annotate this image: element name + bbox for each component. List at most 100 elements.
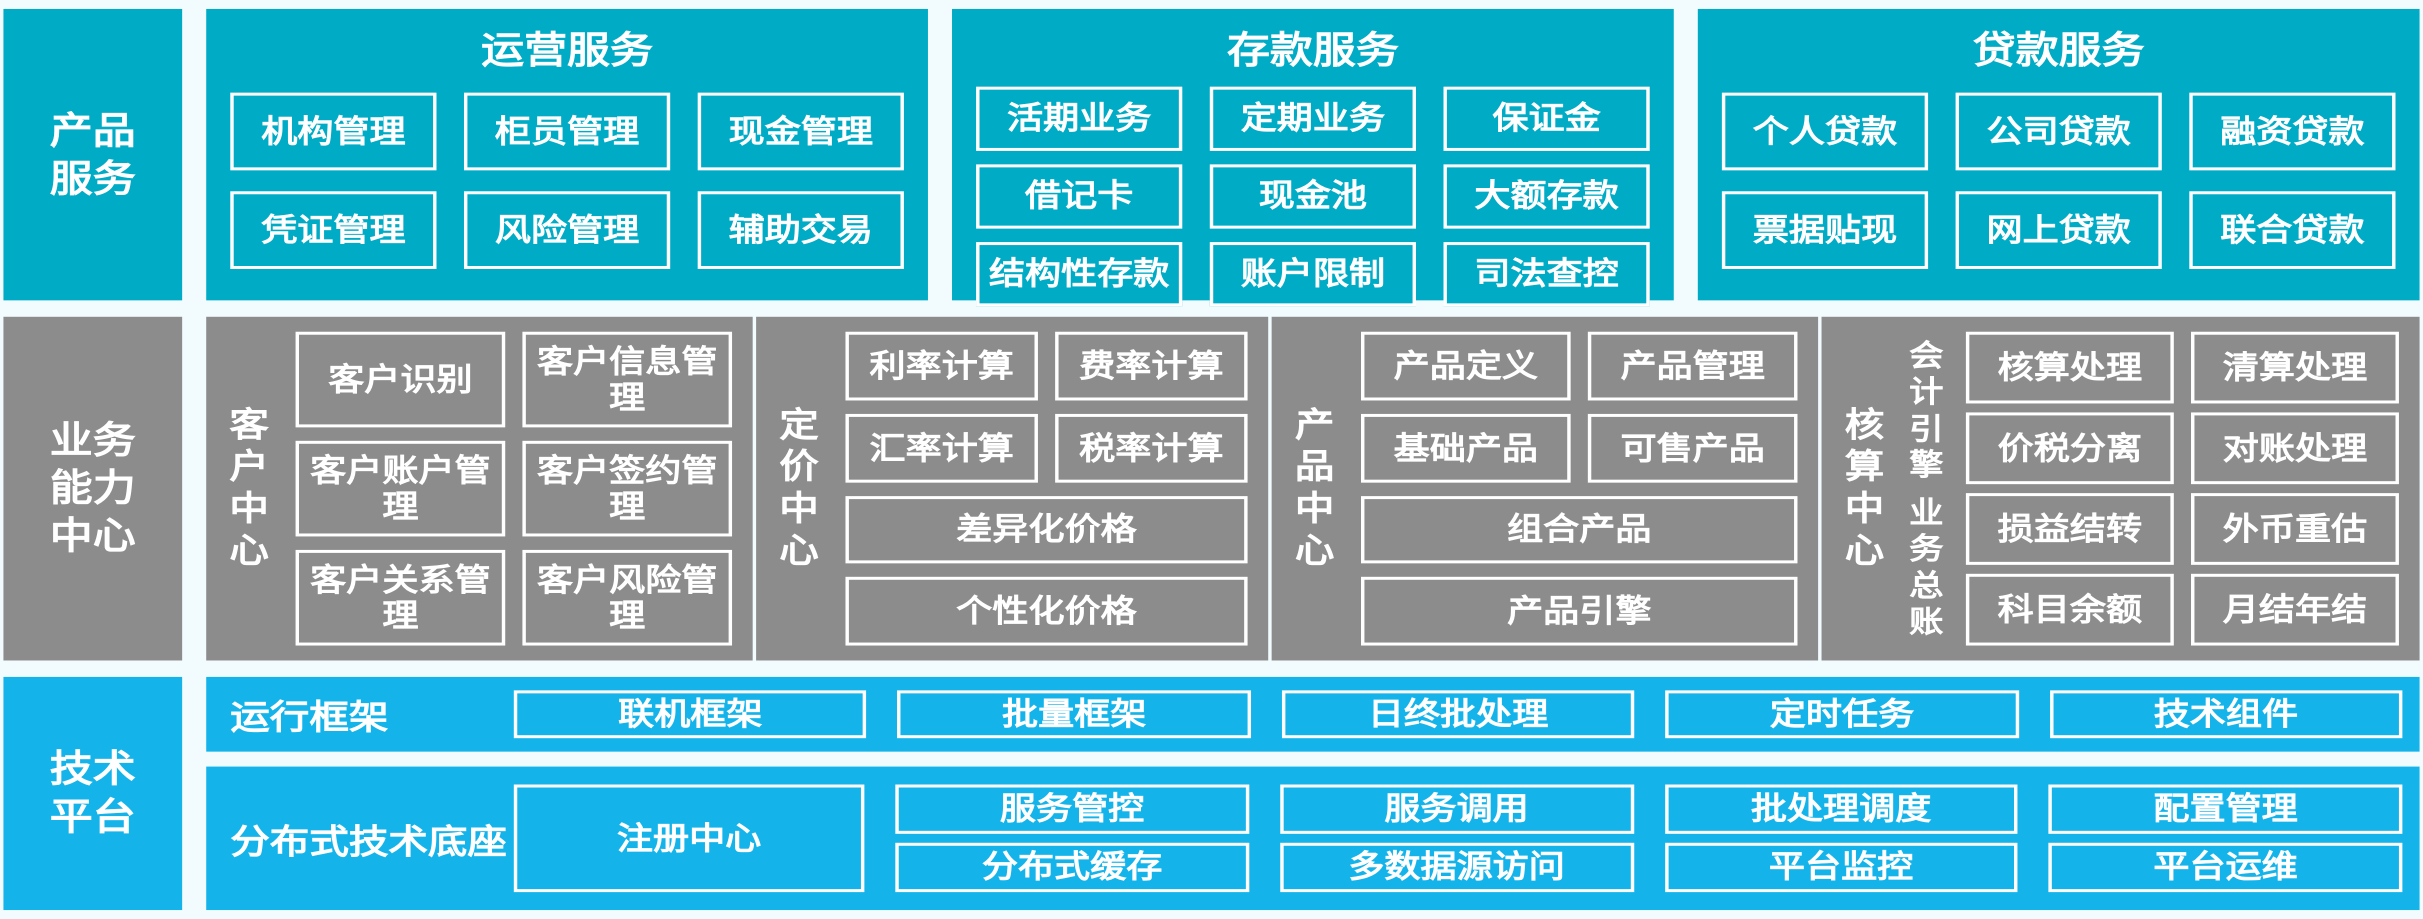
tile-customer-5[interactable]: 客户关系管理	[295, 549, 506, 646]
tile-deposit-5[interactable]: 现金池	[1209, 164, 1416, 229]
tile-loan-6[interactable]: 联合贷款	[2189, 191, 2396, 269]
vlabel-char: 中	[1844, 490, 1885, 529]
runtime-framework-label: 运行框架	[230, 699, 389, 739]
tile-customer-3[interactable]: 客户账户管理	[295, 440, 506, 537]
group-title-operation-service: 运营服务	[481, 28, 654, 72]
tech-row-distributed-base: 分布式技术底座 注册中心 服务管控 服务调用 批处理调度 配置管理 分布式缓存 …	[206, 766, 2420, 911]
vlabel-char: 中	[1294, 490, 1335, 529]
tile-deposit-8[interactable]: 账户限制	[1209, 242, 1416, 307]
tile-dist-6[interactable]: 多数据源访问	[1279, 842, 1634, 893]
tile-deposit-7[interactable]: 结构性存款	[976, 242, 1183, 307]
tile-loan-2[interactable]: 公司贷款	[1955, 92, 2162, 171]
tile-deposit-6[interactable]: 大额存款	[1443, 164, 1650, 229]
group-title-deposit-service: 存款服务	[1226, 28, 1399, 72]
tile-operation-3[interactable]: 现金管理	[697, 92, 904, 171]
vlabel-char: 客	[229, 406, 269, 446]
center-pricing-label: 定 价 中 心	[770, 405, 828, 573]
center-accounting: 核 算 中 心 会 计 引 擎 业 务 总 账 核算处理 清算处理 价税分离 对…	[1821, 316, 2420, 661]
tile-operation-2[interactable]: 柜员管理	[463, 92, 671, 171]
tile-product-3[interactable]: 基础产品	[1361, 413, 1571, 482]
vlabel-char: 擎	[1909, 446, 1944, 483]
group-deposit-service: 存款服务 活期业务 定期业务 保证金 借记卡 现金池 大额存款 结构性存款 账户…	[952, 8, 1674, 307]
tile-runtime-1[interactable]: 联机框架	[513, 690, 867, 739]
tile-pricing-4[interactable]: 税率计算	[1055, 413, 1248, 482]
tile-deposit-3[interactable]: 保证金	[1443, 86, 1650, 151]
tech-platform-sidebar-label: 技术 平台	[3, 677, 182, 910]
business-capability-sidebar: 业务 能力 中心	[3, 316, 183, 661]
vlabel-char: 算	[1844, 448, 1885, 488]
vlabel-char: 中	[779, 490, 819, 529]
tile-dist-2[interactable]: 服务调用	[1279, 784, 1634, 834]
vlabel-char: 价	[779, 448, 819, 488]
tile-deposit-9[interactable]: 司法查控	[1443, 242, 1650, 307]
tile-customer-1[interactable]: 客户识别	[295, 331, 506, 428]
tile-dist-8[interactable]: 平台运维	[2048, 842, 2403, 893]
tile-registry-center[interactable]: 注册中心	[513, 784, 865, 893]
tile-accounting-8[interactable]: 月结年结	[2191, 573, 2399, 646]
tile-product-1[interactable]: 产品定义	[1361, 331, 1571, 401]
tile-runtime-5[interactable]: 技术组件	[2049, 690, 2403, 739]
vlabel-char: 务	[1909, 530, 1944, 567]
tile-dist-3[interactable]: 批处理调度	[1664, 784, 2018, 834]
tile-loan-3[interactable]: 融资贷款	[2189, 92, 2396, 171]
tile-customer-4[interactable]: 客户签约管理	[522, 440, 733, 537]
center-pricing: 定 价 中 心 利率计算 费率计算 汇率计算 税率计算 差异化价格 个性化价格	[756, 316, 1269, 661]
vlabel-char: 心	[1844, 532, 1885, 571]
tile-accounting-7[interactable]: 科目余额	[1965, 573, 2174, 646]
vlabel-char: 总	[1909, 567, 1944, 603]
tile-accounting-6[interactable]: 外币重估	[2191, 493, 2399, 565]
vlabel-char: 心	[779, 532, 819, 571]
center-product-label: 产 品 中 心	[1285, 405, 1343, 573]
tile-customer-6[interactable]: 客户风险管理	[522, 549, 733, 646]
tile-operation-6[interactable]: 辅助交易	[697, 191, 904, 269]
tile-operation-1[interactable]: 机构管理	[230, 92, 437, 171]
tile-product-4[interactable]: 可售产品	[1587, 413, 1798, 482]
vlabel-char: 会	[1909, 337, 1944, 374]
tile-pricing-wide-2[interactable]: 个性化价格	[845, 577, 1248, 646]
tile-accounting-3[interactable]: 价税分离	[1965, 412, 2174, 485]
tile-product-wide-1[interactable]: 组合产品	[1361, 495, 1798, 564]
tile-pricing-3[interactable]: 汇率计算	[845, 413, 1038, 482]
product-service-sidebar-label: 产品 服务	[3, 9, 182, 300]
vlabel-char: 引	[1909, 410, 1944, 447]
accounting-sublabel-engine: 会 计 引 擎	[1901, 332, 1953, 489]
tile-operation-4[interactable]: 凭证管理	[230, 191, 437, 269]
tile-product-wide-2[interactable]: 产品引擎	[1361, 577, 1798, 646]
sidebar-line-2: 服务	[49, 156, 136, 200]
tech-row-runtime-framework: 运行框架 联机框架 批量框架 日终批处理 定时任务 技术组件	[206, 676, 2420, 752]
accounting-sublabel-ledger: 业 务 总 账	[1901, 489, 1953, 646]
tile-loan-4[interactable]: 票据贴现	[1721, 191, 1929, 269]
tile-accounting-1[interactable]: 核算处理	[1965, 331, 2174, 404]
tile-runtime-4[interactable]: 定时任务	[1665, 690, 2019, 739]
vlabel-char: 计	[1909, 373, 1944, 410]
tile-accounting-5[interactable]: 损益结转	[1965, 493, 2174, 565]
distributed-base-label: 分布式技术底座	[230, 823, 507, 863]
tile-deposit-1[interactable]: 活期业务	[976, 86, 1183, 151]
tile-loan-1[interactable]: 个人贷款	[1721, 92, 1929, 171]
vlabel-char: 中	[229, 490, 269, 529]
tile-operation-5[interactable]: 风险管理	[463, 191, 671, 269]
sidebar-line-1: 产品	[49, 108, 136, 152]
tile-runtime-2[interactable]: 批量框架	[897, 690, 1251, 739]
tp-sidebar-line-2: 平台	[49, 794, 136, 839]
tile-customer-2[interactable]: 客户信息管理	[522, 331, 733, 428]
tile-dist-7[interactable]: 平台监控	[1664, 842, 2018, 893]
tile-dist-1[interactable]: 服务管控	[895, 784, 1249, 834]
tile-pricing-1[interactable]: 利率计算	[845, 331, 1038, 401]
tile-dist-5[interactable]: 分布式缓存	[895, 842, 1249, 893]
tile-dist-4[interactable]: 配置管理	[2048, 784, 2403, 834]
tile-deposit-4[interactable]: 借记卡	[976, 164, 1183, 229]
tile-pricing-2[interactable]: 费率计算	[1055, 331, 1248, 401]
tile-deposit-2[interactable]: 定期业务	[1209, 86, 1416, 151]
group-loan-service: 贷款服务 个人贷款 公司贷款 融资贷款 票据贴现 网上贷款 联合贷款	[1697, 8, 2420, 301]
tile-accounting-4[interactable]: 对账处理	[2191, 412, 2399, 485]
vlabel-char: 业	[1909, 494, 1944, 531]
tile-loan-5[interactable]: 网上贷款	[1955, 191, 2162, 269]
tile-product-2[interactable]: 产品管理	[1587, 331, 1798, 401]
business-capability-sidebar-label: 业务 能力 中心	[3, 317, 182, 661]
tile-runtime-3[interactable]: 日终批处理	[1281, 690, 1635, 739]
vlabel-char: 心	[1294, 532, 1335, 571]
tile-accounting-2[interactable]: 清算处理	[2191, 331, 2399, 404]
tile-pricing-wide-1[interactable]: 差异化价格	[845, 495, 1248, 564]
